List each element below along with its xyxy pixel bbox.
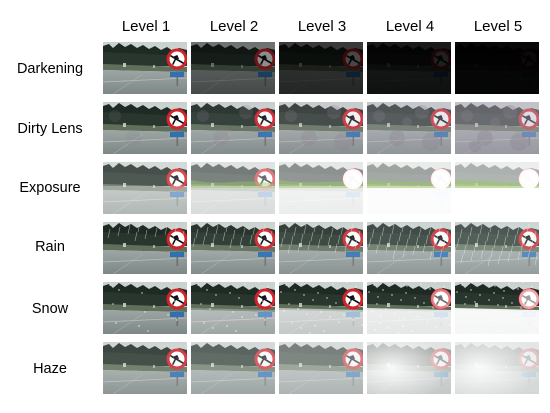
traffic-sign-road-scene-icon [279, 342, 363, 394]
traffic-sign-road-scene-icon [367, 222, 451, 274]
image-dirty-lens-level-3 [279, 102, 363, 154]
traffic-sign-road-scene-icon [103, 42, 187, 94]
image-haze-level-1 [103, 342, 187, 394]
image-darkening-level-2 [191, 42, 275, 94]
traffic-sign-road-scene-icon [455, 282, 539, 334]
image-snow-level-2 [191, 282, 275, 334]
traffic-sign-road-scene-icon [455, 102, 539, 154]
image-rain-level-1 [103, 222, 187, 274]
traffic-sign-road-scene-icon [279, 102, 363, 154]
traffic-sign-road-scene-icon [279, 162, 363, 214]
image-exposure-level-3 [279, 162, 363, 214]
image-dirty-lens-level-1 [103, 102, 187, 154]
traffic-sign-road-scene-icon [279, 282, 363, 334]
image-darkening-level-5 [455, 42, 539, 94]
image-rain-level-5 [455, 222, 539, 274]
traffic-sign-road-scene-icon [103, 222, 187, 274]
traffic-sign-road-scene-icon [103, 282, 187, 334]
image-haze-level-4 [367, 342, 451, 394]
traffic-sign-road-scene-icon [191, 102, 275, 154]
row-label-dirty-lens: Dirty Lens [17, 121, 83, 137]
image-darkening-level-1 [103, 42, 187, 94]
image-haze-level-3 [279, 342, 363, 394]
image-exposure-level-1 [103, 162, 187, 214]
traffic-sign-road-scene-icon [367, 102, 451, 154]
traffic-sign-road-scene-icon [191, 222, 275, 274]
traffic-sign-road-scene-icon [367, 42, 451, 94]
traffic-sign-road-scene-icon [455, 162, 539, 214]
traffic-sign-road-scene-icon [103, 102, 187, 154]
column-header-level-5: Level 5 [473, 18, 523, 35]
image-dirty-lens-level-2 [191, 102, 275, 154]
image-snow-level-3 [279, 282, 363, 334]
image-darkening-level-4 [367, 42, 451, 94]
row-label-exposure: Exposure [19, 180, 81, 196]
image-dirty-lens-level-4 [367, 102, 451, 154]
image-rain-level-3 [279, 222, 363, 274]
traffic-sign-road-scene-icon [367, 162, 451, 214]
traffic-sign-road-scene-icon [103, 162, 187, 214]
traffic-sign-road-scene-icon [103, 342, 187, 394]
image-haze-level-2 [191, 342, 275, 394]
column-header-level-4: Level 4 [385, 18, 435, 35]
traffic-sign-road-scene-icon [455, 42, 539, 94]
image-snow-level-4 [367, 282, 451, 334]
column-header-level-2: Level 2 [209, 18, 259, 35]
image-haze-level-5 [455, 342, 539, 394]
traffic-sign-road-scene-icon [191, 282, 275, 334]
traffic-sign-road-scene-icon [191, 162, 275, 214]
image-rain-level-2 [191, 222, 275, 274]
column-header-level-3: Level 3 [297, 18, 347, 35]
row-label-rain: Rain [35, 239, 65, 255]
image-rain-level-4 [367, 222, 451, 274]
traffic-sign-road-scene-icon [191, 342, 275, 394]
row-label-snow: Snow [31, 301, 69, 317]
image-snow-level-1 [103, 282, 187, 334]
row-label-darkening: Darkening [16, 61, 84, 77]
traffic-sign-road-scene-icon [279, 222, 363, 274]
image-exposure-level-5 [455, 162, 539, 214]
traffic-sign-road-scene-icon [455, 342, 539, 394]
image-snow-level-5 [455, 282, 539, 334]
image-darkening-level-3 [279, 42, 363, 94]
traffic-sign-road-scene-icon [367, 342, 451, 394]
column-header-level-1: Level 1 [121, 18, 171, 35]
traffic-sign-road-scene-icon [455, 222, 539, 274]
traffic-sign-road-scene-icon [279, 42, 363, 94]
image-dirty-lens-level-5 [455, 102, 539, 154]
image-exposure-level-2 [191, 162, 275, 214]
row-label-haze: Haze [33, 361, 67, 377]
traffic-sign-road-scene-icon [367, 282, 451, 334]
traffic-sign-road-scene-icon [191, 42, 275, 94]
image-exposure-level-4 [367, 162, 451, 214]
